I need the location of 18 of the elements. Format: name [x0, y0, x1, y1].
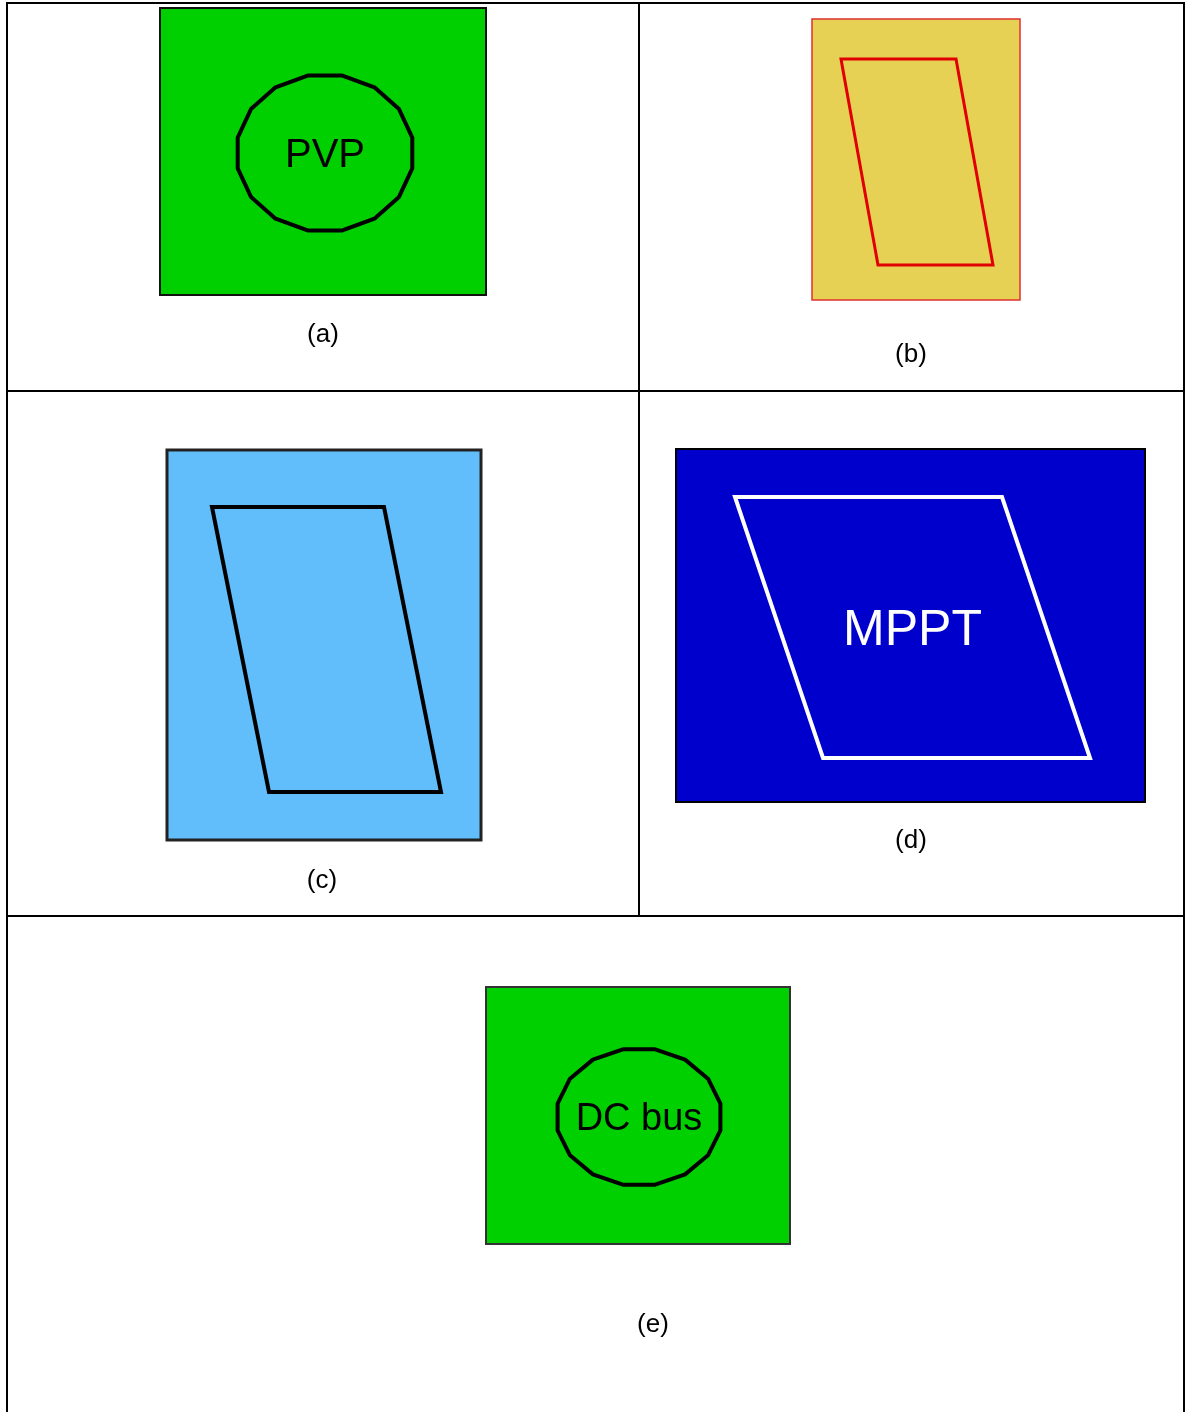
shape-label: DC bus [574, 1094, 704, 1140]
parallelogram-shape [841, 59, 993, 265]
parallelogram-shape [212, 507, 441, 792]
octagon-shape [556, 1048, 722, 1186]
shape-label: PVP [283, 129, 366, 177]
panel-box [160, 8, 486, 295]
panel-caption: (c) [306, 864, 338, 895]
shape-label: MPPT [842, 598, 983, 658]
panel-box [167, 450, 481, 840]
octagon-shape [236, 74, 414, 232]
panel-caption: (e) [637, 1308, 669, 1339]
panel-caption: (a) [307, 318, 339, 349]
panel-caption: (d) [895, 824, 927, 855]
panel-box [676, 449, 1145, 802]
panel-box [812, 19, 1020, 300]
parallelogram-shape [735, 497, 1090, 758]
panel-caption: (b) [895, 338, 927, 369]
panel-box [486, 987, 790, 1244]
